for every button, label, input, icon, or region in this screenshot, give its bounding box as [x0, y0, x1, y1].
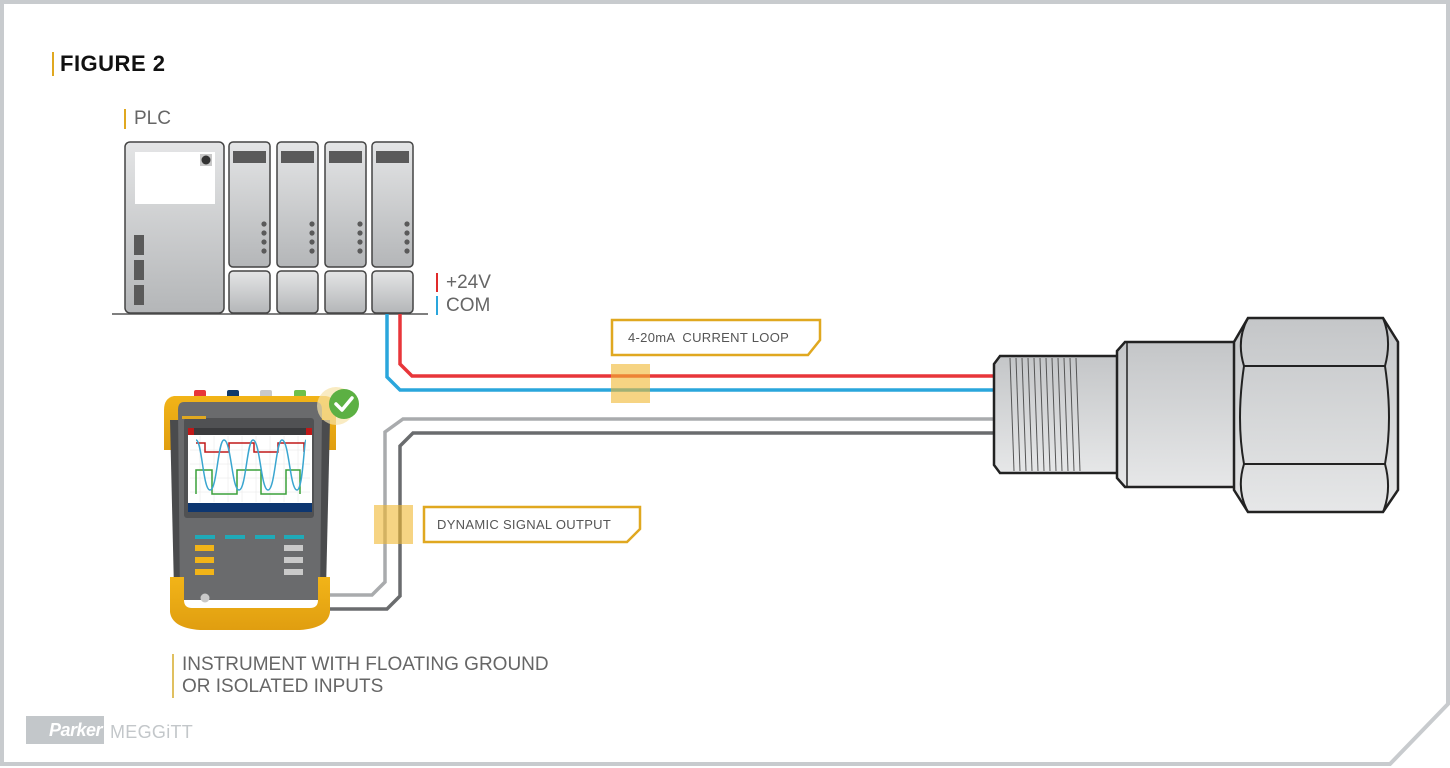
current-loop-callout-box — [610, 318, 822, 357]
plc-io-module — [324, 141, 367, 314]
instrument-device — [164, 390, 336, 630]
instrument-label-line1: INSTRUMENT WITH FLOATING GROUND — [182, 654, 549, 675]
dynamic-signal-marker — [374, 505, 413, 544]
dynamic-signal-callout-box — [422, 505, 642, 544]
wire-24v — [398, 314, 995, 378]
current-loop-marker — [611, 364, 650, 403]
current-loop-label: 4-20mA CURRENT LOOP — [628, 330, 790, 345]
plc-io-module — [228, 141, 271, 314]
instrument-label-line2: OR ISOLATED INPUTS — [182, 676, 384, 697]
plc-io-module — [371, 141, 414, 314]
instrument-label: INSTRUMENT WITH FLOATING GROUND OR ISOLA… — [172, 654, 549, 698]
wire-com — [385, 314, 995, 392]
dynamic-signal-label: DYNAMIC SIGNAL OUTPUT — [437, 517, 612, 532]
common-label: COM — [436, 296, 490, 315]
check-icon — [317, 387, 359, 425]
sensor-body — [992, 316, 1400, 514]
supply-24v-label: +24V — [436, 273, 491, 292]
figure-title: FIGURE 2 — [52, 52, 165, 76]
parker-logo: Parker — [26, 716, 104, 744]
plc-io-module — [276, 141, 319, 314]
plc-label: PLC — [124, 109, 171, 129]
plc-io-modules — [228, 141, 414, 314]
plc-cpu-module — [124, 141, 225, 314]
meggitt-logo: MEGGiTT — [110, 722, 194, 742]
